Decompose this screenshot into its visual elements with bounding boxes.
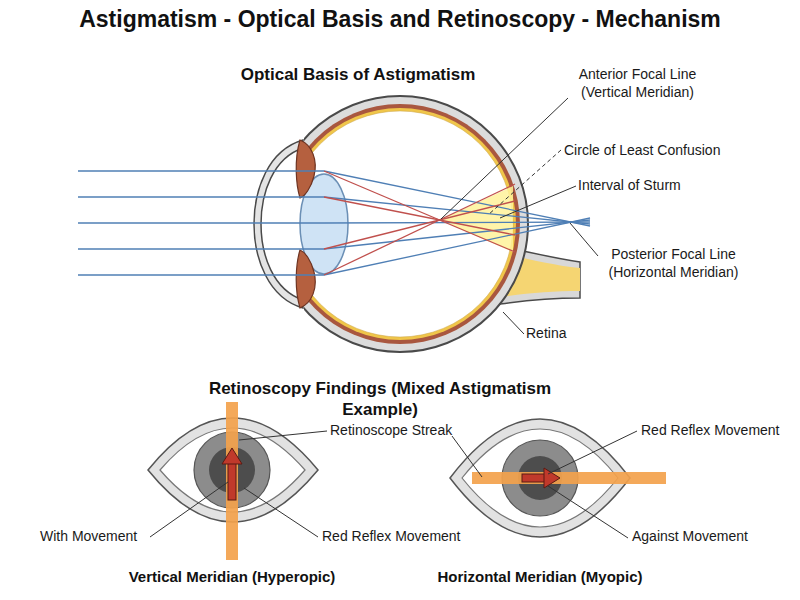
leader-line bbox=[548, 431, 637, 474]
retina-layer bbox=[284, 108, 516, 340]
panel-caption: Horizontal Meridian (Myopic) bbox=[410, 568, 670, 587]
leader-line bbox=[488, 150, 561, 215]
horizontal-meridian-ray bbox=[324, 220, 590, 249]
anterior-chamber bbox=[250, 120, 304, 328]
callout-label: Interval of Sturm bbox=[578, 177, 738, 195]
callout-label: With Movement bbox=[40, 528, 155, 546]
leader-line bbox=[150, 482, 228, 537]
vertical-meridian-ray bbox=[324, 171, 515, 252]
reflex-arrow-head bbox=[222, 448, 242, 464]
reflex-arrow-head bbox=[544, 468, 560, 488]
callout-label: Retinoscope Streak bbox=[330, 422, 490, 440]
sclera bbox=[272, 96, 528, 352]
retinoscope-streak bbox=[472, 472, 666, 484]
leader-line bbox=[239, 431, 327, 440]
leader-line bbox=[548, 486, 628, 538]
section-heading: Retinoscopy Findings (Mixed Astigmatism … bbox=[170, 378, 590, 421]
choroid bbox=[280, 104, 520, 344]
iris-upper bbox=[296, 140, 315, 198]
horizontal-meridian-ray bbox=[324, 171, 590, 226]
leader-line bbox=[570, 223, 598, 256]
incoming-ray bbox=[78, 248, 324, 249]
reflex-arrow-shaft bbox=[228, 462, 236, 500]
callout-label: Red Reflex Movement bbox=[641, 422, 796, 440]
leader-line bbox=[503, 312, 524, 334]
leader-line bbox=[244, 488, 318, 537]
vertical-meridian-ray bbox=[324, 184, 515, 275]
iris-lower bbox=[296, 250, 315, 308]
incoming-ray bbox=[78, 170, 324, 171]
panel-caption: Vertical Meridian (Hyperopic) bbox=[102, 568, 362, 587]
incoming-ray bbox=[78, 274, 324, 275]
leader-line bbox=[441, 98, 568, 219]
callout-label: Anterior Focal Line (Vertical Meridian) bbox=[570, 66, 705, 101]
incoming-ray bbox=[78, 222, 324, 223]
diagram-title: Astigmatism - Optical Basis and Retinosc… bbox=[0, 6, 800, 34]
vertical-meridian-ray bbox=[324, 201, 515, 249]
callout-label: Circle of Least Confusion bbox=[564, 142, 764, 160]
section-heading: Optical Basis of Astigmatism bbox=[198, 64, 518, 85]
leader-line bbox=[500, 186, 576, 218]
reflex-arrow-shaft bbox=[522, 474, 546, 482]
horizontal-meridian-ray bbox=[324, 218, 590, 275]
horizontal-meridian-ray bbox=[324, 197, 590, 224]
callout-label: Posterior Focal Line (Horizontal Meridia… bbox=[596, 246, 751, 281]
retinoscope-streak bbox=[226, 402, 238, 560]
vitreous bbox=[287, 111, 513, 337]
pupil bbox=[518, 456, 562, 500]
callout-label: Against Movement bbox=[632, 528, 792, 546]
incoming-ray bbox=[78, 196, 324, 197]
leader-line bbox=[452, 436, 482, 477]
callout-label: Red Reflex Movement bbox=[322, 528, 482, 546]
callout-label: Retina bbox=[526, 325, 586, 343]
